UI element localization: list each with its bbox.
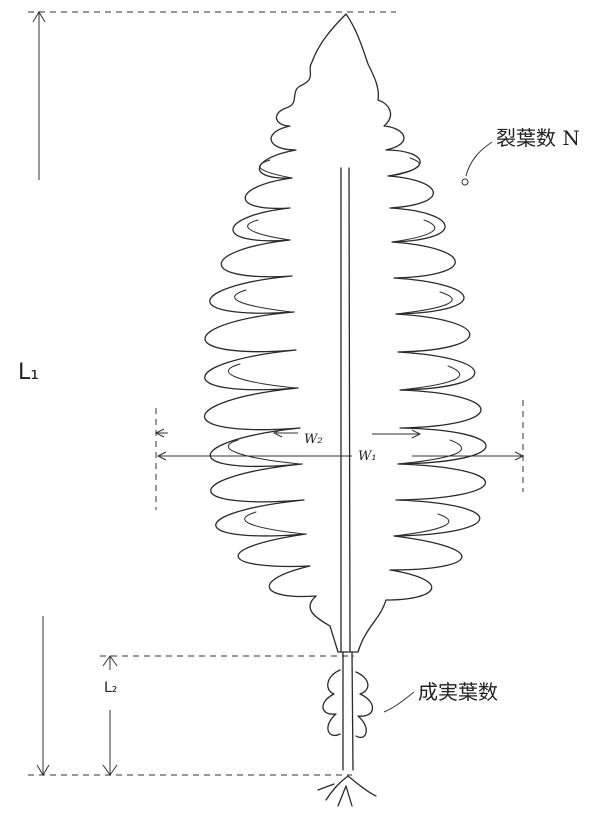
- lobe-label-pointer: [466, 142, 492, 176]
- w2-label: W₂: [304, 432, 323, 447]
- l2-label: L₂: [104, 680, 117, 696]
- w2-width-arrow: [156, 429, 298, 437]
- left-lobe-creases: [228, 160, 304, 534]
- stem-with-fruiting-leaves: [323, 652, 373, 770]
- lobe-count-label: 裂葉数 N: [496, 122, 580, 151]
- l1-label: L₁: [18, 360, 39, 385]
- leaf-outline: [204, 14, 486, 652]
- l1-lower-dimension: [37, 616, 49, 775]
- l2-dimension-arrow: [103, 656, 117, 775]
- root-base: [318, 776, 376, 806]
- fruiting-label-pointer: [384, 692, 414, 712]
- midrib: [341, 168, 350, 652]
- fruiting-leaves-label: 成実葉数: [418, 676, 498, 705]
- l1-dimension-arrow: [33, 12, 45, 180]
- w1-label: W₁: [358, 449, 377, 464]
- lobe-pointer-tip: [462, 179, 468, 185]
